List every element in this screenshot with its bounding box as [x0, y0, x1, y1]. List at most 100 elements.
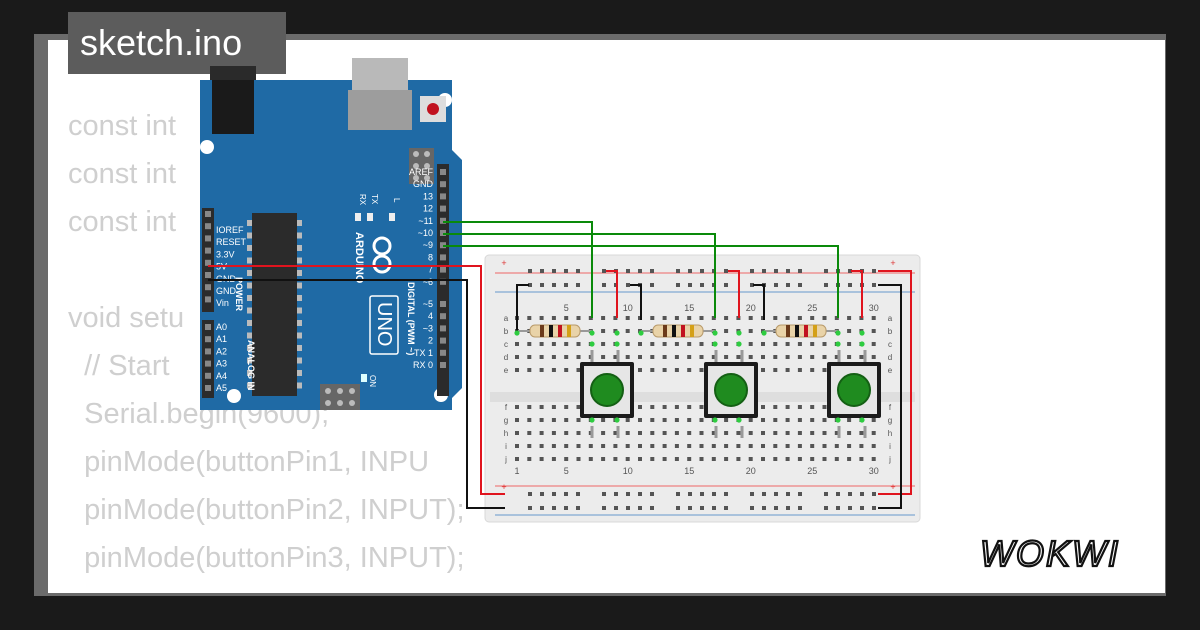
breadboard-hole[interactable] — [785, 418, 790, 422]
rail-hole[interactable] — [602, 492, 606, 496]
breadboard-hole[interactable] — [687, 368, 692, 372]
breadboard-hole[interactable] — [711, 457, 716, 461]
rail-hole[interactable] — [614, 506, 618, 510]
rail-hole[interactable] — [824, 506, 828, 510]
rail-hole[interactable] — [786, 492, 790, 496]
breadboard-hole[interactable] — [871, 329, 876, 333]
breadboard-hole[interactable] — [625, 431, 630, 435]
breadboard-hole[interactable] — [650, 355, 655, 359]
rail-hole[interactable] — [860, 506, 864, 510]
digital-pin[interactable] — [440, 217, 446, 224]
breadboard-hole[interactable] — [687, 431, 692, 435]
breadboard-hole[interactable] — [551, 316, 556, 320]
breadboard-hole[interactable] — [539, 355, 544, 359]
rail-hole[interactable] — [626, 269, 630, 273]
digital-pin[interactable] — [440, 205, 446, 212]
pushbutton-1[interactable] — [580, 350, 634, 438]
breadboard-hole[interactable] — [711, 355, 716, 359]
rail-hole[interactable] — [576, 492, 580, 496]
breadboard-hole[interactable] — [797, 431, 802, 435]
breadboard-hole[interactable] — [662, 342, 667, 346]
breadboard-hole[interactable] — [576, 342, 581, 346]
breadboard-hole[interactable] — [674, 316, 679, 320]
breadboard-hole[interactable] — [613, 355, 618, 359]
breadboard-hole[interactable] — [674, 457, 679, 461]
breadboard-hole[interactable] — [748, 431, 753, 435]
breadboard-hole[interactable] — [638, 444, 642, 448]
rail-hole[interactable] — [774, 506, 778, 510]
rail-hole[interactable] — [676, 283, 680, 287]
breadboard-hole[interactable] — [797, 355, 802, 359]
digital-pin[interactable] — [440, 169, 446, 175]
breadboard-hole[interactable] — [539, 342, 544, 346]
breadboard-hole[interactable] — [650, 342, 655, 346]
breadboard-hole[interactable] — [625, 329, 630, 333]
breadboard-hole[interactable] — [662, 431, 667, 435]
digital-pin[interactable] — [440, 181, 446, 188]
breadboard-hole[interactable] — [662, 316, 667, 320]
pushbutton-3[interactable] — [827, 350, 881, 438]
rail-hole[interactable] — [650, 283, 654, 287]
breadboard-hole[interactable] — [810, 418, 815, 422]
breadboard-hole[interactable] — [797, 405, 802, 409]
breadboard-hole[interactable] — [515, 418, 519, 422]
rail-hole[interactable] — [848, 269, 852, 273]
digital-pin[interactable] — [440, 362, 446, 368]
rail-hole[interactable] — [824, 492, 828, 496]
breadboard-hole[interactable] — [650, 368, 655, 372]
rail-hole[interactable] — [700, 283, 704, 287]
breadboard-hole[interactable] — [576, 444, 581, 448]
breadboard-hole[interactable] — [564, 342, 569, 346]
breadboard-hole[interactable] — [650, 405, 655, 409]
rail-hole[interactable] — [602, 506, 606, 510]
breadboard-hole[interactable] — [761, 444, 765, 448]
rail-hole[interactable] — [798, 506, 802, 510]
rail-hole[interactable] — [528, 492, 532, 496]
breadboard-hole[interactable] — [810, 368, 815, 372]
breadboard-hole[interactable] — [638, 342, 642, 346]
breadboard-hole[interactable] — [625, 316, 630, 320]
rail-hole[interactable] — [688, 506, 692, 510]
rail-hole[interactable] — [688, 492, 692, 496]
breadboard-hole[interactable] — [748, 329, 753, 333]
breadboard-hole[interactable] — [834, 316, 839, 320]
breadboard-hole[interactable] — [785, 316, 790, 320]
breadboard-hole[interactable] — [687, 418, 692, 422]
breadboard-hole[interactable] — [822, 342, 827, 346]
breadboard-hole[interactable] — [699, 405, 704, 409]
rail-hole[interactable] — [564, 492, 568, 496]
breadboard-hole[interactable] — [625, 342, 630, 346]
breadboard-hole[interactable] — [662, 444, 667, 448]
rail-hole[interactable] — [798, 283, 802, 287]
rail-hole[interactable] — [836, 506, 840, 510]
rail-hole[interactable] — [650, 269, 654, 273]
breadboard-hole[interactable] — [736, 457, 741, 461]
breadboard-hole[interactable] — [736, 444, 741, 448]
power-pin[interactable] — [205, 211, 211, 217]
breadboard-hole[interactable] — [724, 316, 729, 320]
rail-hole[interactable] — [638, 506, 642, 510]
breadboard-hole[interactable] — [859, 431, 864, 435]
rail-hole[interactable] — [724, 269, 728, 273]
breadboard-hole[interactable] — [785, 355, 790, 359]
rail-hole[interactable] — [848, 506, 852, 510]
breadboard-hole[interactable] — [847, 444, 852, 448]
analog-pin[interactable] — [205, 324, 211, 330]
rail-hole[interactable] — [540, 283, 544, 287]
breadboard-hole[interactable] — [638, 355, 642, 359]
breadboard-hole[interactable] — [724, 329, 729, 333]
breadboard-hole[interactable] — [736, 355, 741, 359]
breadboard-hole[interactable] — [724, 444, 729, 448]
breadboard-hole[interactable] — [687, 457, 692, 461]
breadboard-hole[interactable] — [736, 431, 741, 435]
breadboard-hole[interactable] — [797, 368, 802, 372]
breadboard-hole[interactable] — [650, 444, 655, 448]
breadboard-hole[interactable] — [674, 444, 679, 448]
rail-hole[interactable] — [750, 269, 754, 273]
breadboard-hole[interactable] — [601, 316, 606, 320]
breadboard-hole[interactable] — [527, 316, 532, 320]
rail-hole[interactable] — [602, 283, 606, 287]
rail-hole[interactable] — [564, 269, 568, 273]
rail-hole[interactable] — [762, 492, 766, 496]
